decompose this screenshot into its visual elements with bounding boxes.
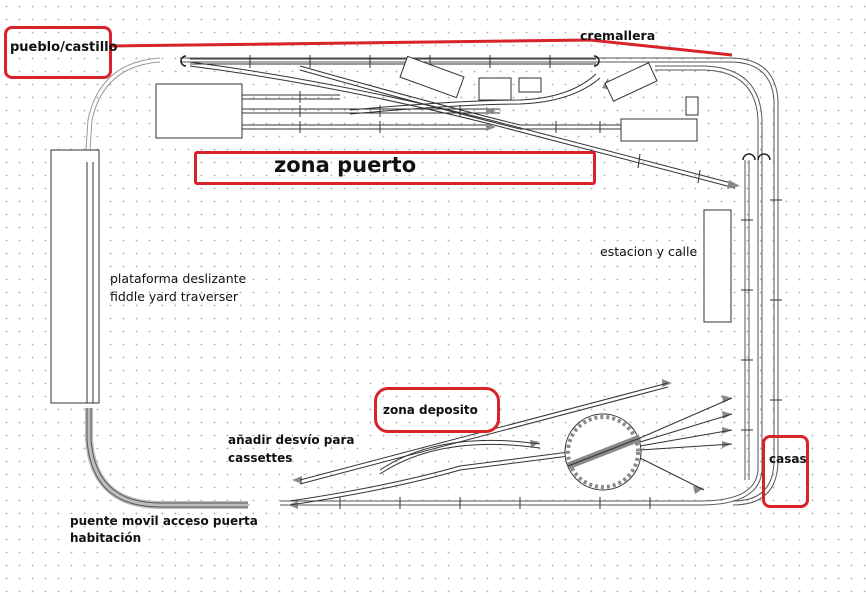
label-puente-line1: puente movil acceso puerta bbox=[70, 514, 258, 528]
casas-box bbox=[762, 435, 809, 508]
harbor-buildings bbox=[155, 55, 699, 142]
traverser-platform bbox=[50, 149, 100, 404]
label-estacion-y-calle: estacion y calle bbox=[600, 244, 698, 259]
label-casas: casas bbox=[769, 452, 807, 466]
station-building bbox=[703, 209, 732, 323]
zona-deposito-box bbox=[374, 387, 500, 433]
label-zona-deposito: zona deposito bbox=[383, 403, 478, 417]
turntable bbox=[564, 413, 642, 491]
outer-loop-track bbox=[85, 57, 779, 506]
pueblo-box bbox=[4, 26, 112, 79]
tie-marks bbox=[84, 55, 782, 509]
traverser-track bbox=[86, 162, 94, 403]
movable-bridge-band bbox=[85, 408, 248, 509]
label-cremallera: cremallera bbox=[580, 28, 656, 43]
inner-loop-track bbox=[280, 65, 763, 506]
label-pueblo-castillo: pueblo/castillo bbox=[10, 40, 118, 55]
label-plataforma-line2: fiddle yard traverser bbox=[110, 289, 239, 304]
depot-tracks bbox=[289, 382, 733, 506]
label-puente-line2: habitación bbox=[70, 531, 142, 545]
label-zona-puerto: zona puerto bbox=[274, 153, 417, 177]
label-anadir-line1: añadir desvío para bbox=[228, 433, 355, 447]
zona-puerto-box bbox=[194, 151, 596, 185]
label-anadir-line2: cassettes bbox=[228, 451, 293, 465]
label-plataforma-line1: plataforma deslizante bbox=[110, 271, 247, 286]
pueblo-line bbox=[111, 38, 733, 57]
